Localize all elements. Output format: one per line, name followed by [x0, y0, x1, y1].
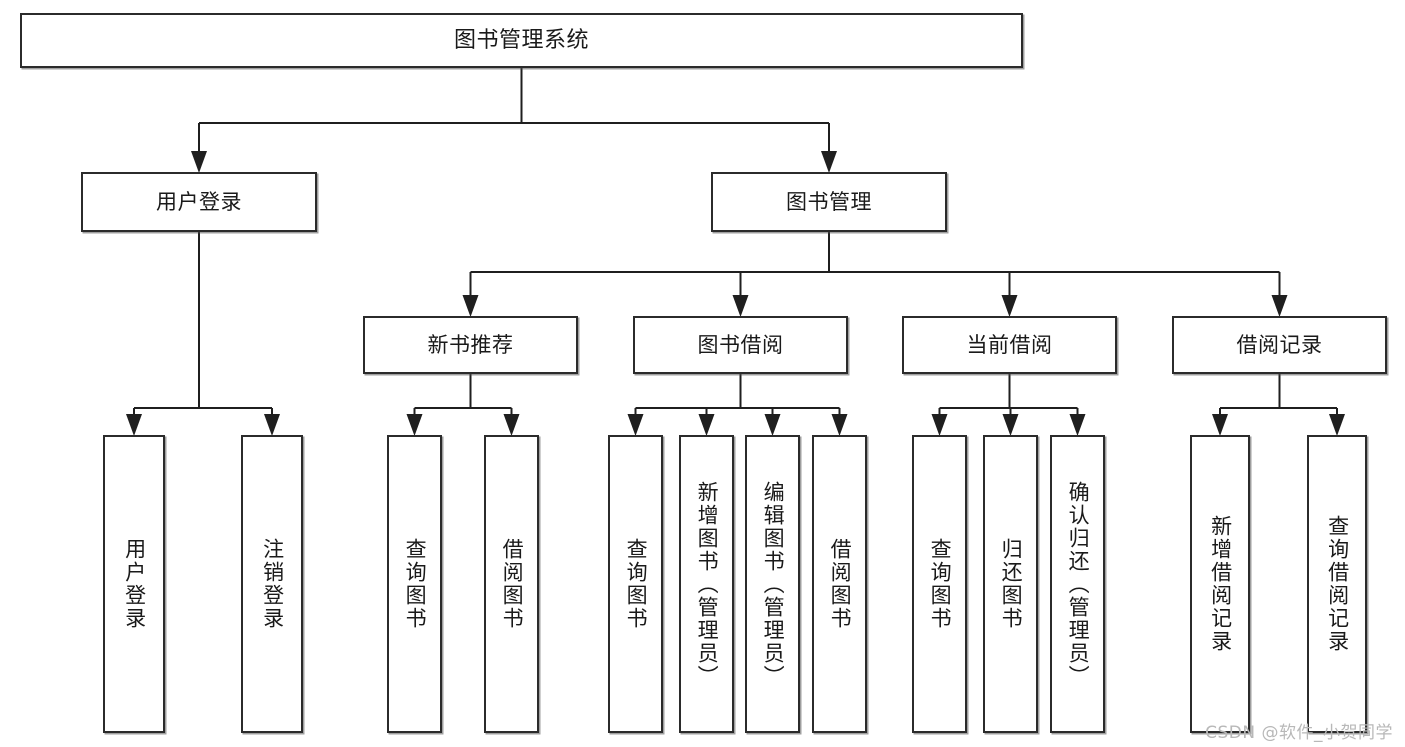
node-root[interactable]: 图书管理系统 [20, 13, 1023, 68]
node-leaf-bb-borrow[interactable]: 借阅图书 [812, 435, 867, 733]
node-label: 编辑图书（管理员） [761, 480, 786, 688]
node-label: 图书借阅 [697, 332, 784, 357]
node-label: 查询图书 [928, 538, 953, 630]
node-label: 当前借阅 [966, 332, 1053, 357]
node-label: 用户登录 [156, 189, 242, 214]
node-leaf-bb-edit[interactable]: 编辑图书（管理员） [745, 435, 800, 733]
watermark: CSDN @软件_小贺同学 [1205, 723, 1393, 743]
node-leaf-cb-query[interactable]: 查询图书 [912, 435, 967, 733]
node-label: 查询图书 [624, 538, 649, 630]
node-label: 查询借阅记录 [1325, 515, 1350, 653]
node-label: 用户登录 [122, 538, 147, 630]
node-borrow-record[interactable]: 借阅记录 [1172, 316, 1387, 374]
node-label: 图书管理 [786, 189, 872, 214]
node-label: 借阅图书 [828, 538, 853, 630]
node-label: 注销登录 [260, 538, 285, 630]
node-leaf-bb-add[interactable]: 新增图书（管理员） [679, 435, 734, 733]
node-user-login[interactable]: 用户登录 [81, 172, 317, 232]
node-label: 新增借阅记录 [1208, 515, 1233, 653]
node-leaf-nb-borrow[interactable]: 借阅图书 [484, 435, 539, 733]
node-leaf-br-add[interactable]: 新增借阅记录 [1190, 435, 1250, 733]
node-label: 借阅图书 [500, 538, 525, 630]
node-label: 新书推荐 [427, 332, 514, 357]
node-new-book-rec[interactable]: 新书推荐 [363, 316, 578, 374]
node-leaf-bb-query[interactable]: 查询图书 [608, 435, 663, 733]
node-book-manage[interactable]: 图书管理 [711, 172, 947, 232]
node-label: 归还图书 [999, 538, 1024, 630]
node-label: 借阅记录 [1236, 332, 1323, 357]
node-leaf-logout[interactable]: 注销登录 [241, 435, 303, 733]
node-leaf-cb-return[interactable]: 归还图书 [983, 435, 1038, 733]
node-leaf-br-query[interactable]: 查询借阅记录 [1307, 435, 1367, 733]
node-book-borrow[interactable]: 图书借阅 [633, 316, 848, 374]
node-label: 查询图书 [403, 538, 428, 630]
node-label: 确认归还（管理员） [1066, 480, 1091, 688]
node-leaf-nb-query[interactable]: 查询图书 [387, 435, 442, 733]
node-label: 新增图书（管理员） [695, 480, 720, 688]
node-leaf-user-login[interactable]: 用户登录 [103, 435, 165, 733]
node-current-borrow[interactable]: 当前借阅 [902, 316, 1117, 374]
node-label: 图书管理系统 [453, 27, 589, 53]
node-leaf-cb-confirm[interactable]: 确认归还（管理员） [1050, 435, 1105, 733]
